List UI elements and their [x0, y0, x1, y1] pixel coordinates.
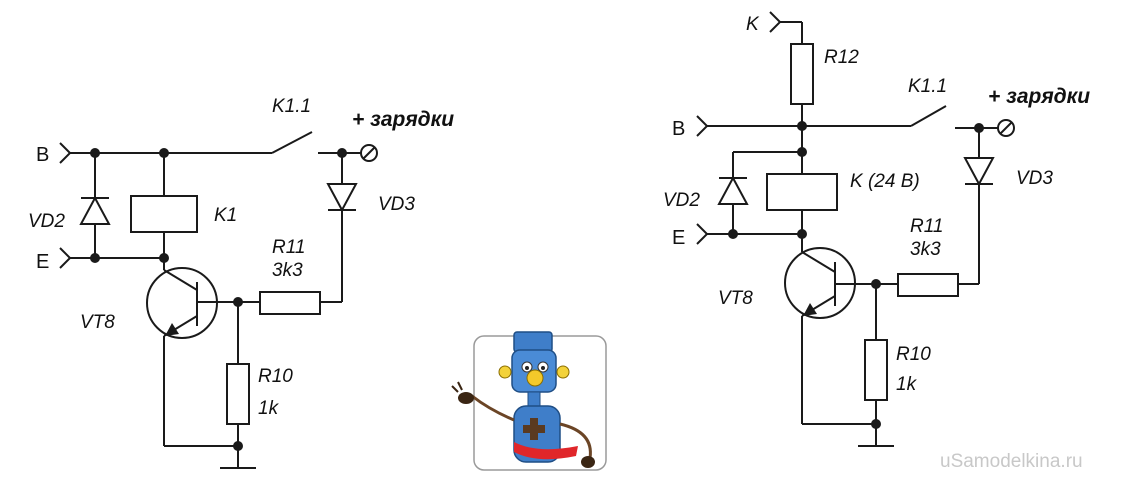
- left-r10-value: 1k: [258, 398, 280, 419]
- left-terminal-b-label: B: [36, 144, 49, 166]
- right-k-label: K (24 B): [850, 171, 920, 192]
- left-charger-label: + зарядки: [352, 108, 454, 131]
- right-charger-label: + зарядки: [988, 85, 1090, 108]
- left-circuit: B K1.1 + зарядки VD3 VD2 K1 E: [28, 96, 454, 469]
- left-r10-resistor: [226, 363, 250, 425]
- watermark: uSamodelkina.ru: [940, 451, 1083, 472]
- right-circuit: K R12 B K1.1 + зарядки VD3 K (24 B): [663, 11, 1090, 447]
- right-r11-resistor: [897, 273, 959, 297]
- robot-hat-icon: [513, 331, 553, 353]
- left-terminal-e-arrow: [59, 247, 72, 269]
- right-r10-name: R10: [896, 344, 931, 365]
- right-terminal-b-label: B: [672, 118, 685, 140]
- left-vd3-diode: [326, 183, 358, 213]
- right-r12-resistor: [790, 43, 814, 105]
- plug-icon: [458, 392, 474, 404]
- right-r10-resistor: [864, 339, 888, 401]
- right-terminal-k-label: K: [746, 14, 760, 35]
- right-terminal-e-arrow: [696, 223, 709, 245]
- left-k11-contact: [271, 131, 313, 154]
- right-k11-label: K1.1: [908, 76, 947, 97]
- right-vd3-label: VD3: [1016, 168, 1053, 189]
- left-r11-name: R11: [272, 237, 305, 258]
- right-vd3-diode: [963, 157, 995, 187]
- right-k-coil: [766, 173, 838, 211]
- left-vd2-label: VD2: [28, 211, 65, 232]
- right-terminal-e-label: E: [672, 227, 685, 249]
- left-terminal-e-label: E: [36, 251, 49, 273]
- left-k1-label: K1: [214, 205, 237, 226]
- right-r11-value: 3k3: [910, 239, 941, 260]
- left-r11-resistor: [259, 291, 321, 315]
- left-vt8-label: VT8: [80, 312, 115, 333]
- right-vd2-label: VD2: [663, 190, 700, 211]
- left-terminal-b-arrow: [59, 142, 72, 164]
- right-k11-contact: [910, 105, 947, 127]
- right-r12-label: R12: [824, 47, 859, 68]
- left-k11-label: K1.1: [272, 96, 311, 117]
- right-r11-name: R11: [910, 216, 943, 237]
- right-r10-value: 1k: [896, 374, 918, 395]
- robot-mascot-logo: [451, 331, 607, 471]
- right-vd2-diode: [717, 175, 749, 205]
- left-k1-coil: [130, 195, 198, 233]
- left-r11-value: 3k3: [272, 260, 303, 281]
- right-terminal-b-arrow: [696, 115, 709, 137]
- left-r10-name: R10: [258, 366, 293, 387]
- left-vd2-diode: [79, 195, 111, 225]
- left-vd3-label: VD3: [378, 194, 415, 215]
- right-vt8-label: VT8: [718, 288, 753, 309]
- right-terminal-k-arrow: [769, 11, 782, 33]
